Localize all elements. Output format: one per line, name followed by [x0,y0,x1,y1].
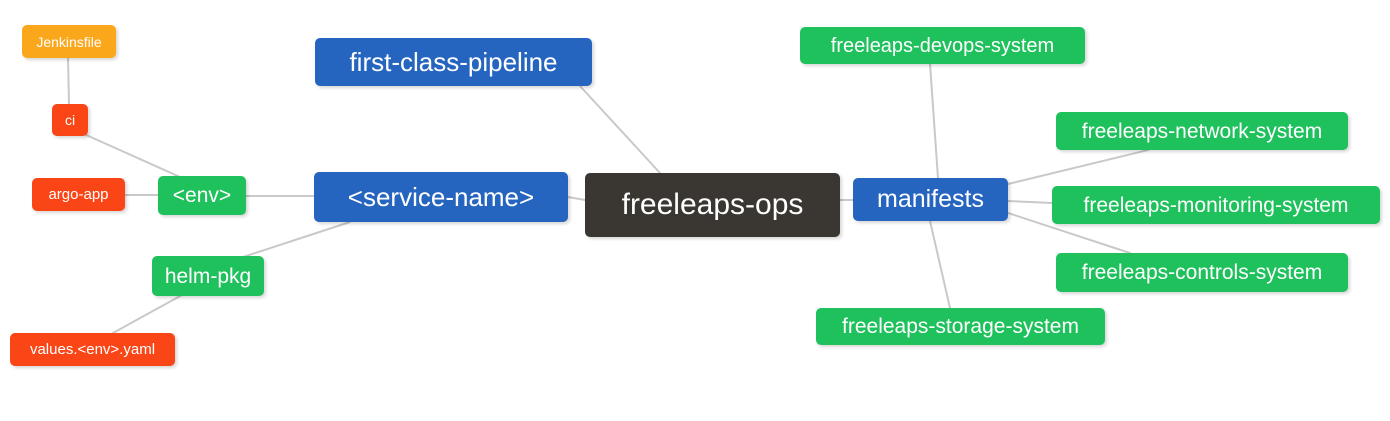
edge-manifests-to-freeleaps-storage-system [929,220,951,309]
node-helm-pkg[interactable]: helm-pkg [152,256,264,296]
edge-jenkinsfile-to-ci [67,57,70,105]
edge-values-env-yaml-to-helm-pkg [112,294,183,334]
node-label-first-class-pipeline: first-class-pipeline [349,47,558,77]
node-first-class-pipeline[interactable]: first-class-pipeline [315,38,592,86]
node-freeleaps-storage-system[interactable]: freeleaps-storage-system [816,308,1105,345]
node-argo-app[interactable]: argo-app [32,178,125,211]
node-label-freeleaps-storage-system: freeleaps-storage-system [842,315,1079,338]
edge-ci-to-env [83,133,181,178]
node-freeleaps-devops-system[interactable]: freeleaps-devops-system [800,27,1085,64]
node-ci[interactable]: ci [52,104,88,136]
node-label-freeleaps-monitoring-system: freeleaps-monitoring-system [1083,193,1349,217]
node-label-helm-pkg: helm-pkg [164,264,252,288]
node-label-freeleaps-network-system: freeleaps-network-system [1081,119,1323,143]
edge-manifests-to-freeleaps-devops-system [929,63,939,179]
node-label-argo-app: argo-app [48,186,109,203]
edge-first-class-pipeline-to-freeleaps-ops [579,85,661,174]
node-label-freeleaps-devops-system: freeleaps-devops-system [830,34,1055,57]
node-freeleaps-network-system[interactable]: freeleaps-network-system [1056,112,1348,150]
node-manifests[interactable]: manifests [853,178,1008,221]
node-label-jenkinsfile: Jenkinsfile [36,33,102,50]
node-label-ci: ci [64,112,76,128]
node-jenkinsfile[interactable]: Jenkinsfile [22,25,116,58]
node-label-env: <env> [172,184,232,207]
edge-helm-pkg-to-service-name [239,221,351,259]
edge-manifests-to-freeleaps-network-system [1007,149,1149,185]
node-service-name[interactable]: <service-name> [314,172,568,222]
edge-service-name-to-freeleaps-ops [567,196,586,201]
node-env[interactable]: <env> [158,176,246,215]
node-freeleaps-monitoring-system[interactable]: freeleaps-monitoring-system [1052,186,1380,224]
node-values-env-yaml[interactable]: values.<env>.yaml [10,333,175,366]
node-freeleaps-controls-system[interactable]: freeleaps-controls-system [1056,253,1348,292]
node-freeleaps-ops[interactable]: freeleaps-ops [585,173,840,237]
node-label-freeleaps-controls-system: freeleaps-controls-system [1081,261,1323,284]
node-label-freeleaps-ops: freeleaps-ops [621,188,804,221]
node-label-service-name: <service-name> [347,182,535,212]
node-label-values-env-yaml: values.<env>.yaml [29,341,156,358]
edge-manifests-to-freeleaps-monitoring-system [1007,200,1053,204]
node-label-manifests: manifests [877,185,984,213]
